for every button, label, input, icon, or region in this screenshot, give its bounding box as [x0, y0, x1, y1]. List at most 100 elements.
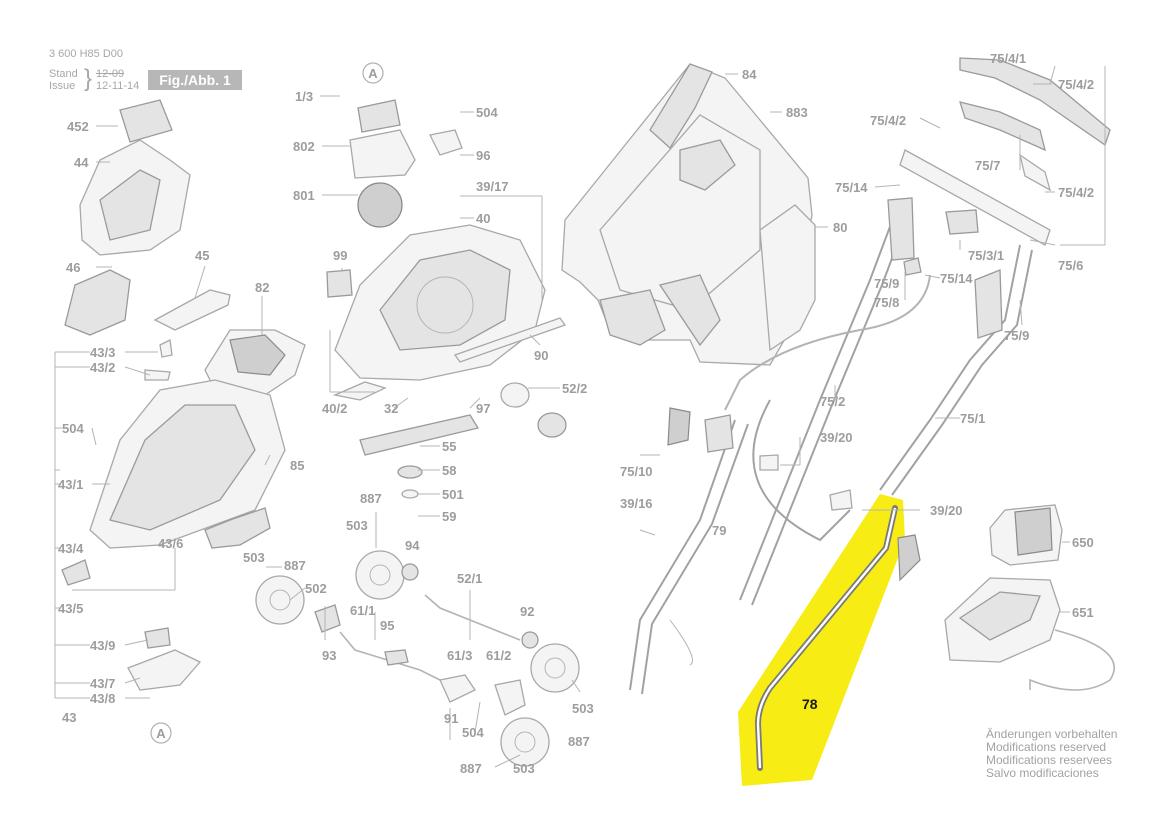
modification-notice: Änderungen vorbehalten Modifications res…	[986, 728, 1117, 780]
issue-date: 12-11-14	[96, 80, 140, 92]
label-75-9-left: 75/9	[874, 276, 899, 291]
label-43-4: 43/4	[58, 541, 84, 556]
notice-fr: Modifications reservees	[986, 753, 1113, 767]
label-32: 32	[384, 401, 398, 416]
label-650: 650	[1072, 535, 1094, 550]
label-40: 40	[476, 211, 490, 226]
label-887-right: 887	[568, 734, 590, 749]
label-90: 90	[534, 348, 548, 363]
document-number: 3 600 H85 D00	[49, 48, 123, 60]
label-1-3: 1/3	[295, 89, 313, 104]
label-44: 44	[74, 155, 89, 170]
label-39-20-lower: 39/20	[930, 503, 963, 518]
label-61-3: 61/3	[447, 648, 472, 663]
battery-pack[interactable]	[989, 504, 1063, 566]
detail-a-marker-top	[362, 62, 384, 84]
charger[interactable]	[944, 577, 1115, 691]
label-43: 43	[62, 710, 76, 725]
stand-label: Stand	[49, 68, 78, 80]
label-75-14-bottom: 75/14	[940, 271, 973, 286]
label-39-16: 39/16	[620, 496, 653, 511]
label-92: 92	[520, 604, 534, 619]
label-651: 651	[1072, 605, 1094, 620]
label-452: 452	[67, 119, 89, 134]
label-97: 97	[476, 401, 490, 416]
notice-en: Modifications reserved	[986, 740, 1107, 754]
label-75-6: 75/6	[1058, 258, 1083, 273]
label-58: 58	[442, 463, 456, 478]
label-75-4-2-top: 75/4/2	[1058, 77, 1094, 92]
label-43-6: 43/6	[158, 536, 183, 551]
label-883: 883	[786, 105, 808, 120]
label-75-4-2-left: 75/4/2	[870, 113, 906, 128]
label-504-left: 504	[62, 421, 84, 436]
label-79: 79	[712, 523, 726, 538]
label-84: 84	[742, 67, 757, 82]
label-39-20-upper: 39/20	[820, 430, 853, 445]
label-887-mid: 887	[284, 558, 306, 573]
cable-75-2	[724, 274, 931, 411]
label-43-3: 43/3	[90, 345, 115, 360]
detail-a-label-top: A	[368, 66, 378, 81]
label-94: 94	[405, 538, 420, 553]
label-501: 501	[442, 487, 464, 502]
label-75-9-right: 75/9	[1004, 328, 1029, 343]
figure-label: Fig./Abb. 1	[148, 70, 242, 90]
label-75-4-2-right: 75/4/2	[1058, 185, 1094, 200]
label-75-8: 75/8	[874, 295, 899, 310]
bracket-glyph: }	[84, 65, 93, 92]
label-75-7: 75/7	[975, 158, 1000, 173]
grass-box[interactable]	[561, 63, 816, 366]
label-43-8: 43/8	[90, 691, 115, 706]
label-46: 46	[66, 260, 80, 275]
label-75-14-top: 75/14	[835, 180, 868, 195]
label-503-bottom: 503	[513, 761, 535, 776]
label-43-2: 43/2	[90, 360, 115, 375]
mower-deck[interactable]	[326, 99, 567, 499]
handle-lower[interactable]	[629, 399, 921, 695]
left-parts[interactable]	[61, 99, 306, 691]
label-45: 45	[195, 248, 209, 263]
label-887-upper: 887	[360, 491, 382, 506]
label-801: 801	[293, 188, 315, 203]
notice-es: Salvo modificaciones	[986, 766, 1099, 780]
label-887-bottom: 887	[460, 761, 482, 776]
label-52-1: 52/1	[457, 571, 482, 586]
label-80: 80	[833, 220, 847, 235]
wheels[interactable]	[255, 550, 580, 767]
label-96: 96	[476, 148, 490, 163]
notice-de: Änderungen vorbehalten	[986, 727, 1118, 741]
label-504-bottom: 504	[462, 725, 484, 740]
label-99: 99	[333, 248, 347, 263]
label-52-2: 52/2	[562, 381, 587, 396]
label-95: 95	[380, 618, 394, 633]
label-75-10: 75/10	[620, 464, 653, 479]
part-labels: 1/3 802 801 504 96 39/17 40 99 45 82 452…	[58, 51, 1094, 776]
label-503-upper: 503	[346, 518, 368, 533]
detail-a-label-bottom: A	[156, 726, 166, 741]
label-91: 91	[444, 711, 458, 726]
label-78[interactable]: 78	[802, 696, 818, 712]
label-39-17: 39/17	[476, 179, 509, 194]
label-75-2: 75/2	[820, 394, 845, 409]
label-43-9: 43/9	[90, 638, 115, 653]
label-502: 502	[305, 581, 327, 596]
leader-lines	[54, 65, 1106, 768]
highlight-part-78	[738, 494, 905, 786]
label-43-7: 43/7	[90, 676, 115, 691]
label-75-3-1: 75/3/1	[968, 248, 1004, 263]
label-61-2: 61/2	[486, 648, 511, 663]
label-503-mid: 503	[243, 550, 265, 565]
label-55: 55	[442, 439, 456, 454]
label-93: 93	[322, 648, 336, 663]
label-43-5: 43/5	[58, 601, 83, 616]
label-61-1: 61/1	[350, 603, 375, 618]
label-43-1: 43/1	[58, 477, 83, 492]
handle-upper[interactable]	[739, 57, 1111, 606]
label-802: 802	[293, 139, 315, 154]
label-59: 59	[442, 509, 456, 524]
label-85: 85	[290, 458, 304, 473]
label-75-1: 75/1	[960, 411, 985, 426]
label-75-4-1: 75/4/1	[990, 51, 1026, 66]
